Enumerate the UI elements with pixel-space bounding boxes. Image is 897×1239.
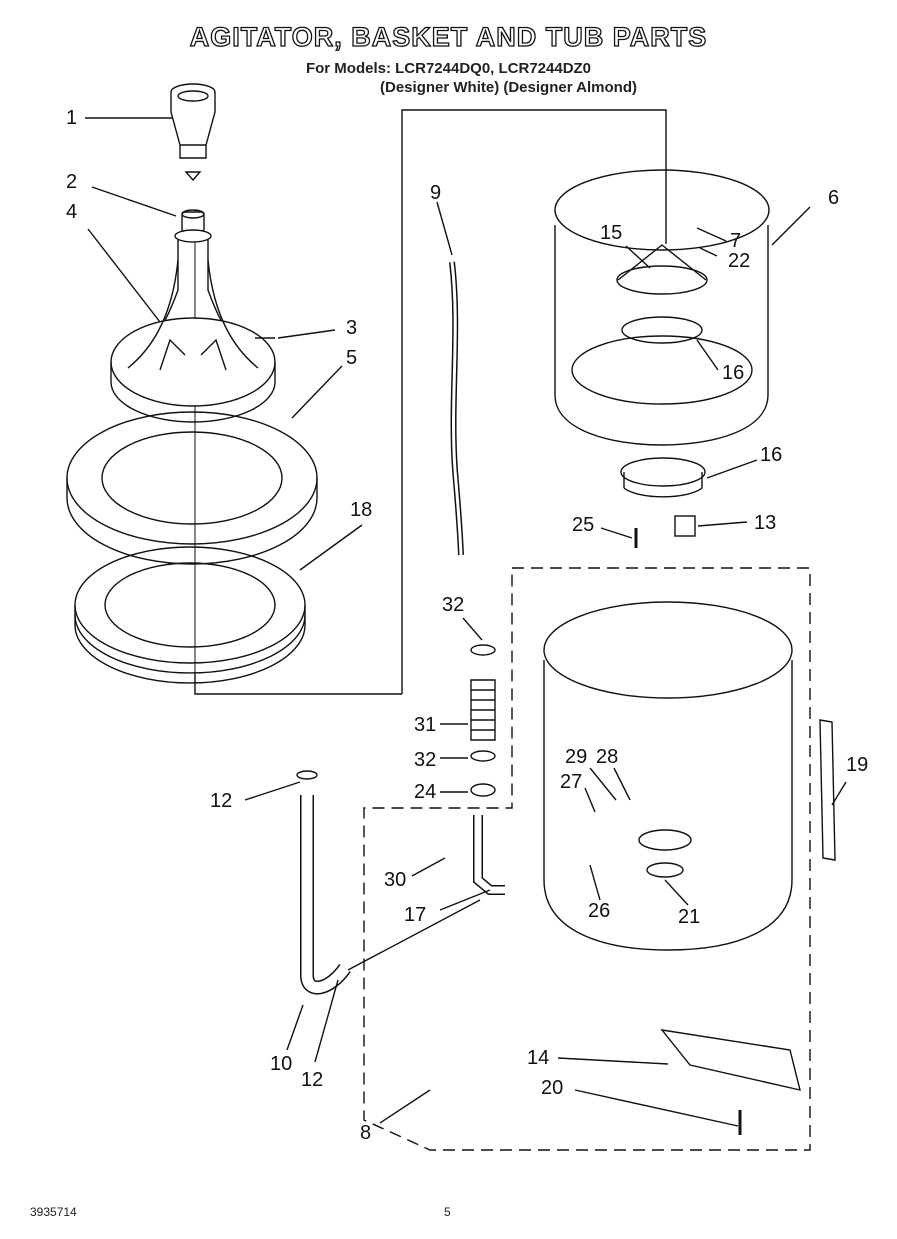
callout-15: 15 — [600, 222, 623, 244]
drain-hose-clamp — [296, 770, 318, 780]
agitator-base — [110, 229, 276, 423]
models-line: For Models: LCR7244DQ0, LCR7244DZ0 — [305, 60, 592, 77]
callout-5: 5 — [346, 347, 358, 369]
callout-25: 25 — [572, 514, 595, 536]
drain-elbow — [474, 815, 505, 894]
callout-6: 6 — [828, 187, 840, 209]
callout-30: 30 — [384, 869, 407, 891]
callout-31: 31 — [414, 714, 437, 736]
colors-line: (Designer White) (Designer Almond) — [380, 79, 637, 96]
callout-18: 18 — [350, 499, 373, 521]
callout-16a: 16 — [722, 362, 745, 384]
callout-26: 26 — [588, 900, 611, 922]
callout-9: 9 — [430, 182, 442, 204]
callout-12b: 12 — [301, 1069, 324, 1091]
agitator-cam — [181, 209, 205, 233]
callout-3: 3 — [346, 317, 358, 339]
page-title: AGITATOR, BASKET AND TUB PARTS — [189, 21, 708, 52]
drain-hose — [301, 795, 350, 994]
callout-7: 7 — [730, 230, 742, 252]
basket-gasket-upper — [621, 316, 703, 344]
basket — [554, 169, 770, 446]
callout-4: 4 — [66, 201, 78, 223]
grommet — [470, 783, 496, 797]
assembly-frame-line — [401, 109, 667, 694]
outer-tub — [543, 601, 793, 951]
page-number: 5 — [444, 1205, 451, 1219]
callout-17: 17 — [404, 904, 427, 926]
drive-shield — [660, 1029, 801, 1091]
tub-cover — [74, 546, 306, 684]
callout-2: 2 — [66, 171, 78, 193]
part-number: 3935714 — [30, 1205, 77, 1219]
agitator-cap — [170, 83, 216, 159]
callout-24: 24 — [414, 781, 437, 803]
callout-28: 28 — [596, 746, 619, 768]
callout-1: 1 — [66, 107, 78, 129]
callout-13: 13 — [754, 512, 777, 534]
callout-14: 14 — [527, 1047, 550, 1069]
basket-gasket-lower — [620, 457, 706, 487]
callout-32a: 32 — [442, 594, 465, 616]
callout-19: 19 — [846, 754, 869, 776]
callout-21: 21 — [678, 906, 701, 928]
callout-22: 22 — [728, 250, 751, 272]
callout-12a: 12 — [210, 790, 233, 812]
callout-10: 10 — [270, 1053, 293, 1075]
hose-clamp-middle — [470, 750, 496, 762]
outer-tub-group-frame — [363, 567, 811, 1151]
basket-hub — [616, 265, 708, 295]
tub-ring — [66, 411, 318, 565]
callout-29: 29 — [565, 746, 588, 768]
callout-27: 27 — [560, 771, 583, 793]
hose-clamp-upper — [470, 644, 496, 656]
callout-32b: 32 — [414, 749, 437, 771]
basket-drive-block — [674, 515, 696, 537]
agitator-clip — [184, 171, 202, 182]
callout-20: 20 — [541, 1077, 564, 1099]
callout-8: 8 — [360, 1122, 372, 1144]
callout-16b: 16 — [760, 444, 783, 466]
tub-strip — [819, 719, 836, 861]
